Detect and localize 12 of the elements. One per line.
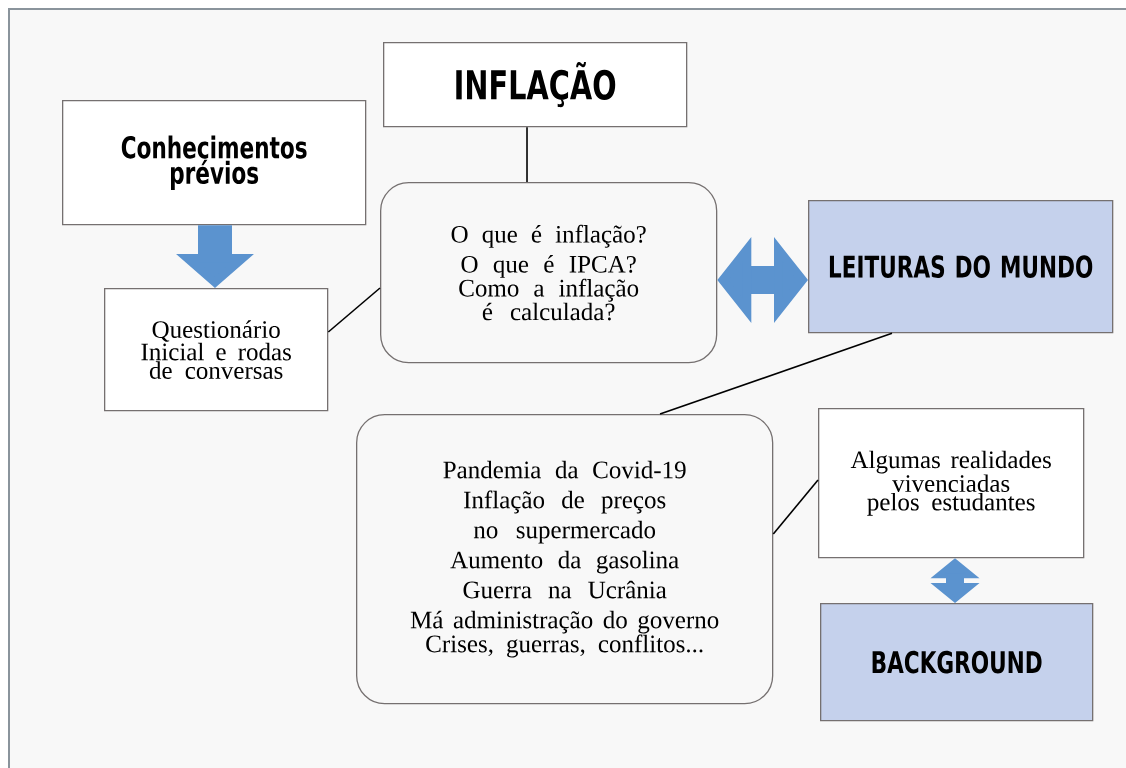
connector-line — [659, 332, 893, 415]
heading-box: BACKGROUND — [820, 603, 1094, 722]
process-box: Algumas realidades vivenciadas pelos estudantes — [818, 408, 1085, 559]
connector-line — [327, 287, 381, 333]
process-box: Questionário Inicial e rodas de conversas — [104, 288, 329, 412]
connector-line — [772, 479, 819, 535]
title-box: INFLAÇÃO — [383, 42, 688, 128]
connector-line — [526, 126, 528, 183]
heading-box: Conhecimentos prévios — [62, 100, 367, 226]
heading-box: LEITURAS DO MUNDO — [808, 200, 1114, 334]
rounded-box: Pandemia da Covid-19 Inflação de preços no supermercado Aumento da gasolina Guerra na Ucrânia Má administração do governo Crises, guerras, conflitos... — [356, 414, 774, 705]
rounded-box: O que é inflação? O que é IPCA? Como a inflação é calculada? — [380, 182, 718, 364]
